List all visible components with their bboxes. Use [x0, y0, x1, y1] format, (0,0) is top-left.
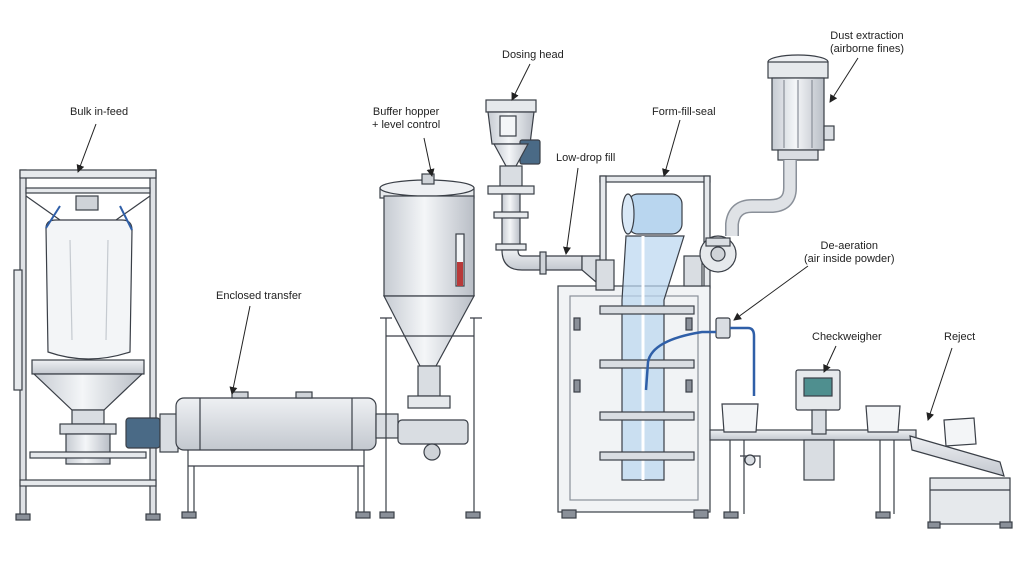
label-checkweigher: Checkweigher: [812, 331, 882, 343]
checkweigher-unit: [795, 369, 841, 481]
dosing-head: [485, 99, 613, 283]
arrow-reject: [926, 347, 953, 421]
arrow-de-aeration: [733, 265, 809, 321]
bulk-infeed-station: [13, 169, 161, 521]
label-dosing-head: Dosing head: [502, 49, 564, 61]
label-form-fill-seal: Form-fill-seal: [652, 106, 716, 118]
label-dust-extraction: Dust extraction (airborne fines): [830, 30, 904, 55]
label-reject: Reject: [944, 331, 976, 343]
label-low-drop-fill: Low-drop fill: [556, 152, 616, 164]
arrow-form-fill-seal: [662, 119, 681, 177]
filled-bag-1: [721, 403, 759, 433]
label-buffer-hopper: Buffer hopper + level control: [372, 106, 441, 131]
bulk-bag: [45, 219, 133, 360]
motor: [125, 417, 161, 449]
film-roll: [627, 193, 683, 235]
de-aeration-hose: [730, 326, 756, 396]
label-de-aeration: De-aeration (air inside powder): [804, 240, 895, 265]
arrow-low-drop-fill: [563, 167, 579, 255]
arrow-checkweigher: [823, 345, 837, 373]
dust-extraction-unit: [699, 54, 835, 273]
de-aeration-unit: [644, 317, 756, 396]
buffer-hopper: [379, 173, 482, 519]
label-bulk-infeed: Bulk in-feed: [70, 106, 129, 118]
form-fill-seal-machine: [557, 175, 711, 519]
leader-arrows: [76, 57, 953, 421]
checkweigher-screen: [803, 377, 833, 397]
arrow-enclosed-transfer: [229, 305, 251, 395]
label-enclosed-transfer: Enclosed transfer: [216, 290, 302, 302]
enclosed-transfer-conveyor: [125, 391, 399, 519]
arrow-buffer-hopper: [423, 137, 435, 177]
arrow-dust-extraction: [829, 57, 859, 103]
reject-unit: [909, 417, 1013, 529]
arrow-bulk-infeed: [76, 123, 97, 173]
rejected-bag: [943, 417, 977, 447]
outfeed-conveyor: [709, 403, 917, 519]
arrow-dosing-head: [511, 63, 531, 101]
filled-bag-2: [865, 405, 901, 433]
